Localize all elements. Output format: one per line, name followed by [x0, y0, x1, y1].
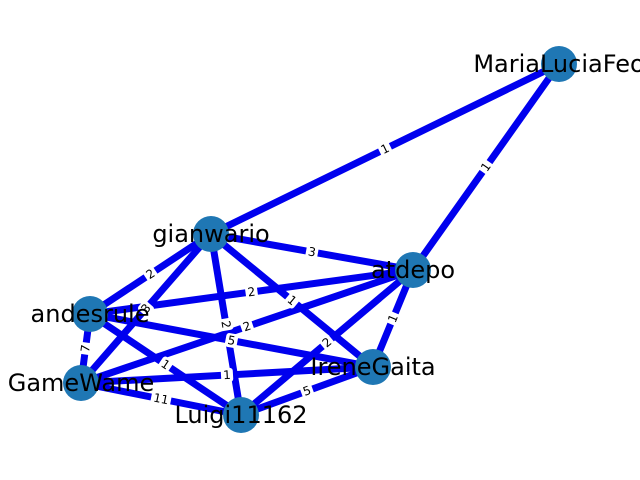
node-label-atdepo: atdepo	[371, 256, 455, 284]
edge-label-background	[138, 300, 154, 317]
edge-weight-text: 1	[223, 368, 231, 382]
edge-label-background	[142, 266, 159, 282]
edge-weight-label: 3	[138, 300, 154, 317]
node-irenegaita	[355, 349, 391, 385]
edge-label-background	[239, 318, 255, 335]
edge-weight-label: 11	[150, 390, 172, 408]
edge-weight-text: 5	[301, 383, 313, 399]
edge-weight-label: 1	[385, 311, 401, 326]
edge-weight-label: 1	[478, 159, 494, 175]
edge-label-background	[244, 284, 259, 300]
edge-weight-label: 7	[78, 342, 93, 355]
edge-weight-text: 2	[218, 320, 233, 330]
edge-weight-label: 1	[220, 367, 234, 383]
edge-label-background	[150, 390, 172, 408]
edge-label-background	[385, 311, 401, 326]
edge-weight-label: 2	[218, 317, 234, 332]
edge-weight-text: 7	[78, 344, 93, 353]
edge-label-background	[377, 141, 393, 157]
edge-weight-label: 5	[224, 333, 239, 348]
node-atdepo	[395, 252, 431, 288]
node-label-luigi11162: Luigi11162	[174, 401, 307, 429]
node-marialuciafeo	[541, 46, 577, 82]
node-label-andesrule: andesrule	[31, 300, 150, 328]
edge-label-background	[78, 342, 93, 355]
edge-label-background	[305, 244, 319, 260]
node-luigi11162	[223, 397, 259, 433]
node-label-irenegaita: IreneGaita	[310, 353, 435, 381]
edge-weight-text: 11	[152, 391, 170, 408]
edge-weight-label: 2	[319, 334, 335, 351]
node-andesrule	[72, 296, 108, 332]
edge-weight-label: 1	[377, 141, 393, 157]
node-label-gamewame: GameWame	[8, 369, 155, 397]
edge-label-background	[220, 367, 234, 383]
node-gianwario	[193, 216, 229, 252]
edge-weight-label: 1	[284, 292, 300, 309]
edge-label-background	[218, 317, 234, 332]
edge-weight-text: 2	[247, 285, 256, 300]
edge-weight-label: 5	[299, 383, 315, 399]
edge-weight-text: 2	[241, 319, 253, 335]
node-label-marialuciafeo: MariaLuciaFeo	[473, 50, 640, 78]
edge-weight-text: 3	[307, 244, 317, 259]
edge-weight-label: 2	[142, 266, 159, 282]
edge-weight-text: 5	[226, 333, 236, 348]
edge-weight-label: 3	[305, 244, 319, 260]
edge-label-background	[299, 383, 315, 399]
edge-label-background	[284, 292, 300, 309]
node-gamewame	[63, 365, 99, 401]
edge-label-background	[157, 356, 174, 373]
node-layer: MariaLuciaFeo gianwario atdepo andesruleIre…	[8, 46, 640, 433]
edge-weight-label: 2	[244, 284, 259, 300]
edge-label-background	[224, 333, 239, 348]
edge-weight-label: 1	[157, 356, 174, 373]
node-label-gianwario: gianwario	[152, 220, 269, 248]
edge-weight-label: 2	[239, 318, 255, 335]
edge-label-background	[319, 334, 335, 351]
edge-label-background	[478, 159, 494, 175]
